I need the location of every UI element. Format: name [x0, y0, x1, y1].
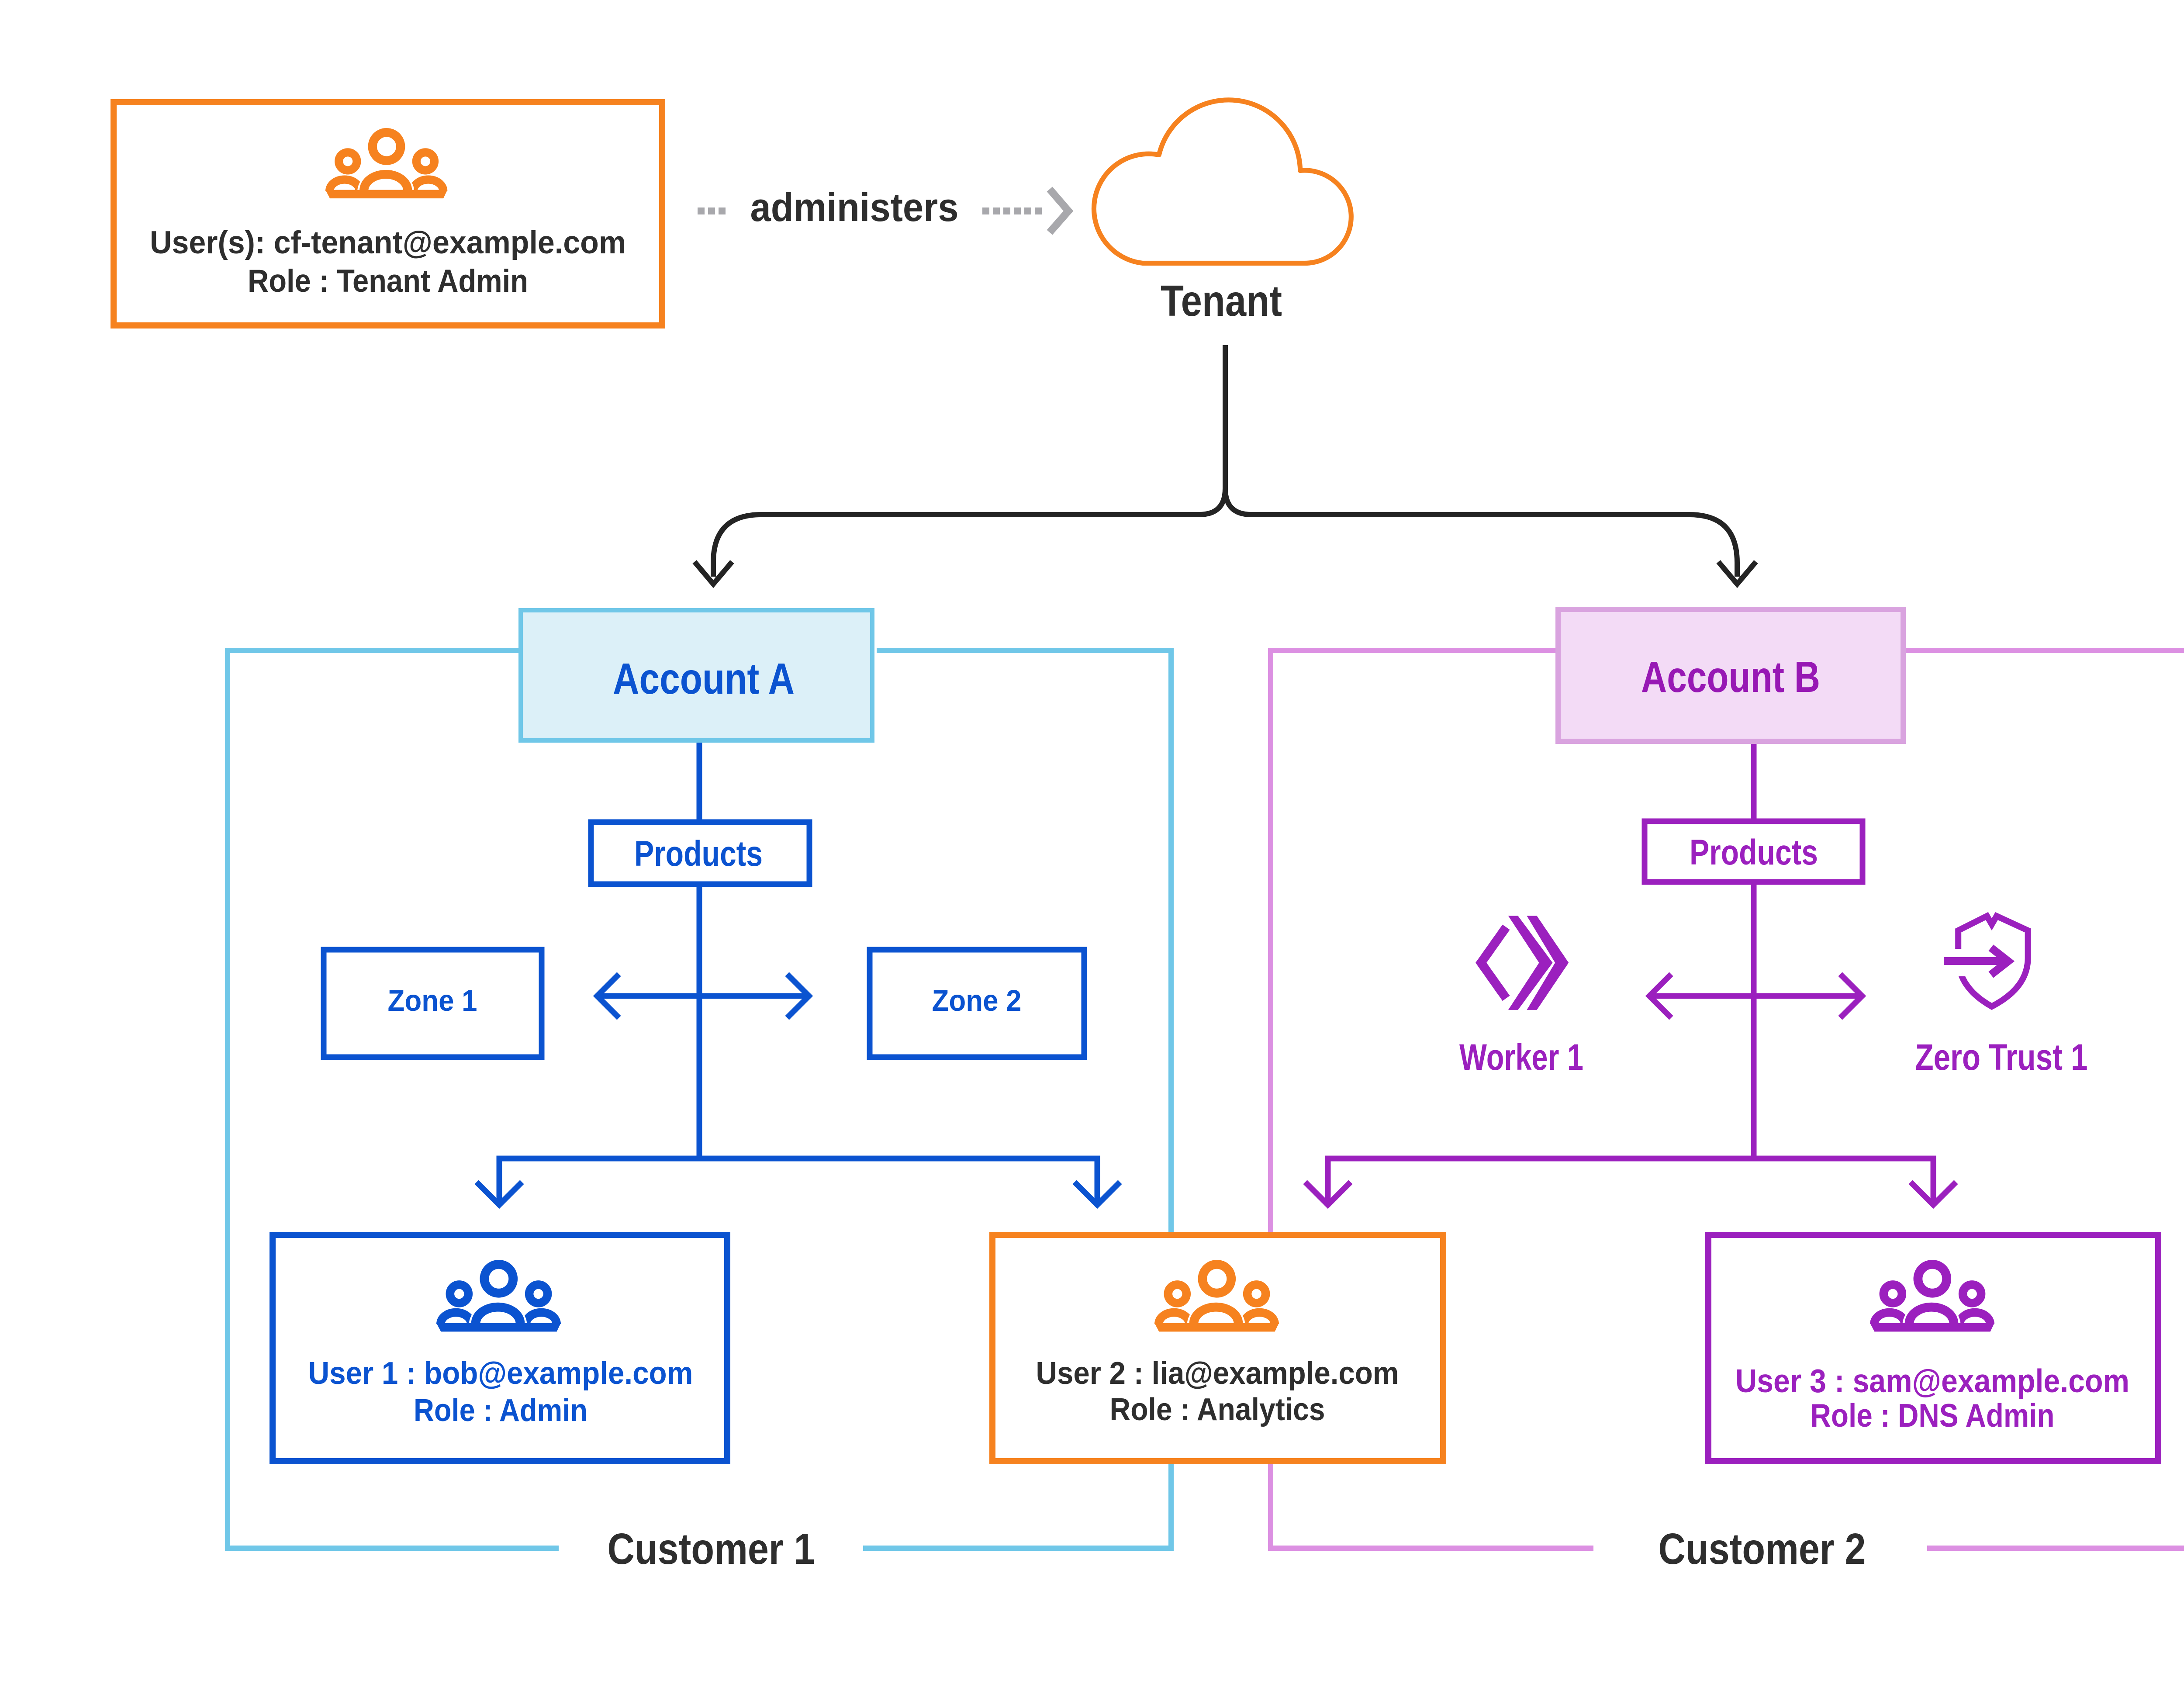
svg-text:Role : DNS Admin: Role : DNS Admin — [1811, 1397, 2055, 1434]
svg-text:User(s): cf-tenant@example.com: User(s): cf-tenant@example.com — [150, 225, 626, 260]
svg-text:Products: Products — [1690, 833, 1818, 872]
svg-text:Zone 2: Zone 2 — [932, 984, 1022, 1017]
svg-text:Account A: Account A — [613, 654, 795, 703]
svg-text:Account B: Account B — [1641, 653, 1820, 702]
svg-text:User 2 : lia@example.com: User 2 : lia@example.com — [1036, 1356, 1399, 1391]
svg-text:Zone 1: Zone 1 — [388, 984, 477, 1017]
svg-text:Products: Products — [634, 834, 763, 874]
svg-text:administers: administers — [750, 185, 959, 230]
svg-text:Tenant: Tenant — [1161, 277, 1282, 325]
svg-text:User 1 : bob@example.com: User 1 : bob@example.com — [308, 1356, 693, 1391]
svg-text:Customer 2: Customer 2 — [1659, 1525, 1866, 1573]
svg-text:Customer 1: Customer 1 — [608, 1525, 815, 1573]
svg-text:Role : Admin: Role : Admin — [414, 1393, 587, 1428]
svg-text:User 3 : sam@example.com: User 3 : sam@example.com — [1735, 1362, 2129, 1399]
svg-text:Role : Tenant Admin: Role : Tenant Admin — [248, 263, 528, 299]
svg-text:Zero Trust 1: Zero Trust 1 — [1915, 1037, 2088, 1078]
svg-text:Worker 1: Worker 1 — [1459, 1037, 1583, 1078]
svg-text:Role : Analytics: Role : Analytics — [1110, 1392, 1325, 1427]
